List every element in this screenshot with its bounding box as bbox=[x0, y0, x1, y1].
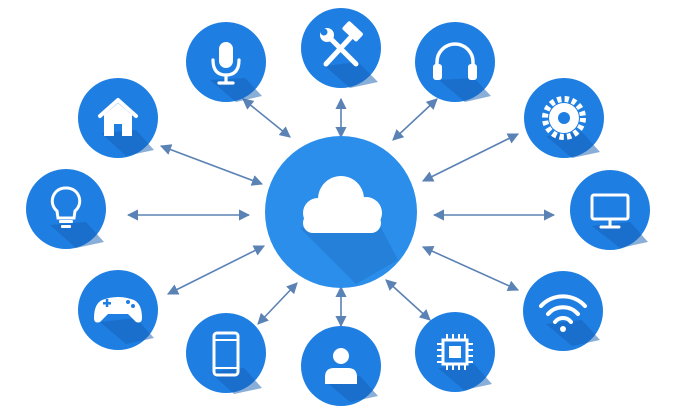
connector-settings bbox=[421, 133, 520, 182]
node-wifi bbox=[523, 271, 603, 351]
connector-gamepad bbox=[166, 245, 266, 295]
node-settings bbox=[524, 78, 604, 158]
node-user bbox=[301, 326, 381, 406]
connector-wifi bbox=[421, 246, 520, 291]
gear-icon bbox=[542, 96, 586, 140]
microchip-icon bbox=[437, 334, 473, 370]
node-smartphone bbox=[186, 313, 266, 394]
hub-long-shadow bbox=[300, 222, 398, 284]
node-home bbox=[78, 78, 158, 158]
connector-home bbox=[159, 144, 264, 186]
node-lightbulb bbox=[26, 169, 106, 249]
connectors bbox=[126, 97, 556, 328]
node-microphone bbox=[186, 22, 266, 102]
connector-headphones bbox=[392, 98, 438, 141]
lightbulb-icon bbox=[50, 186, 82, 228]
gamepad-icon bbox=[94, 297, 142, 323]
monitor-icon bbox=[590, 193, 630, 229]
headphones-icon bbox=[433, 42, 477, 80]
hammer-wrench-icon bbox=[320, 21, 363, 67]
cloud-icon bbox=[303, 176, 382, 233]
node-chip bbox=[415, 312, 495, 392]
node-tools bbox=[301, 8, 381, 88]
connector-chip bbox=[385, 279, 431, 321]
microphone-icon bbox=[211, 42, 241, 85]
user-icon bbox=[325, 348, 357, 384]
home-icon bbox=[98, 98, 138, 136]
hub-node bbox=[265, 136, 417, 288]
node-headphones bbox=[415, 22, 495, 102]
connector-microphone bbox=[242, 98, 291, 138]
smartphone-icon bbox=[212, 331, 240, 377]
wifi-icon bbox=[539, 294, 587, 332]
node-monitor bbox=[570, 170, 650, 250]
node-gamepad bbox=[78, 270, 158, 350]
connector-smartphone bbox=[257, 282, 298, 325]
